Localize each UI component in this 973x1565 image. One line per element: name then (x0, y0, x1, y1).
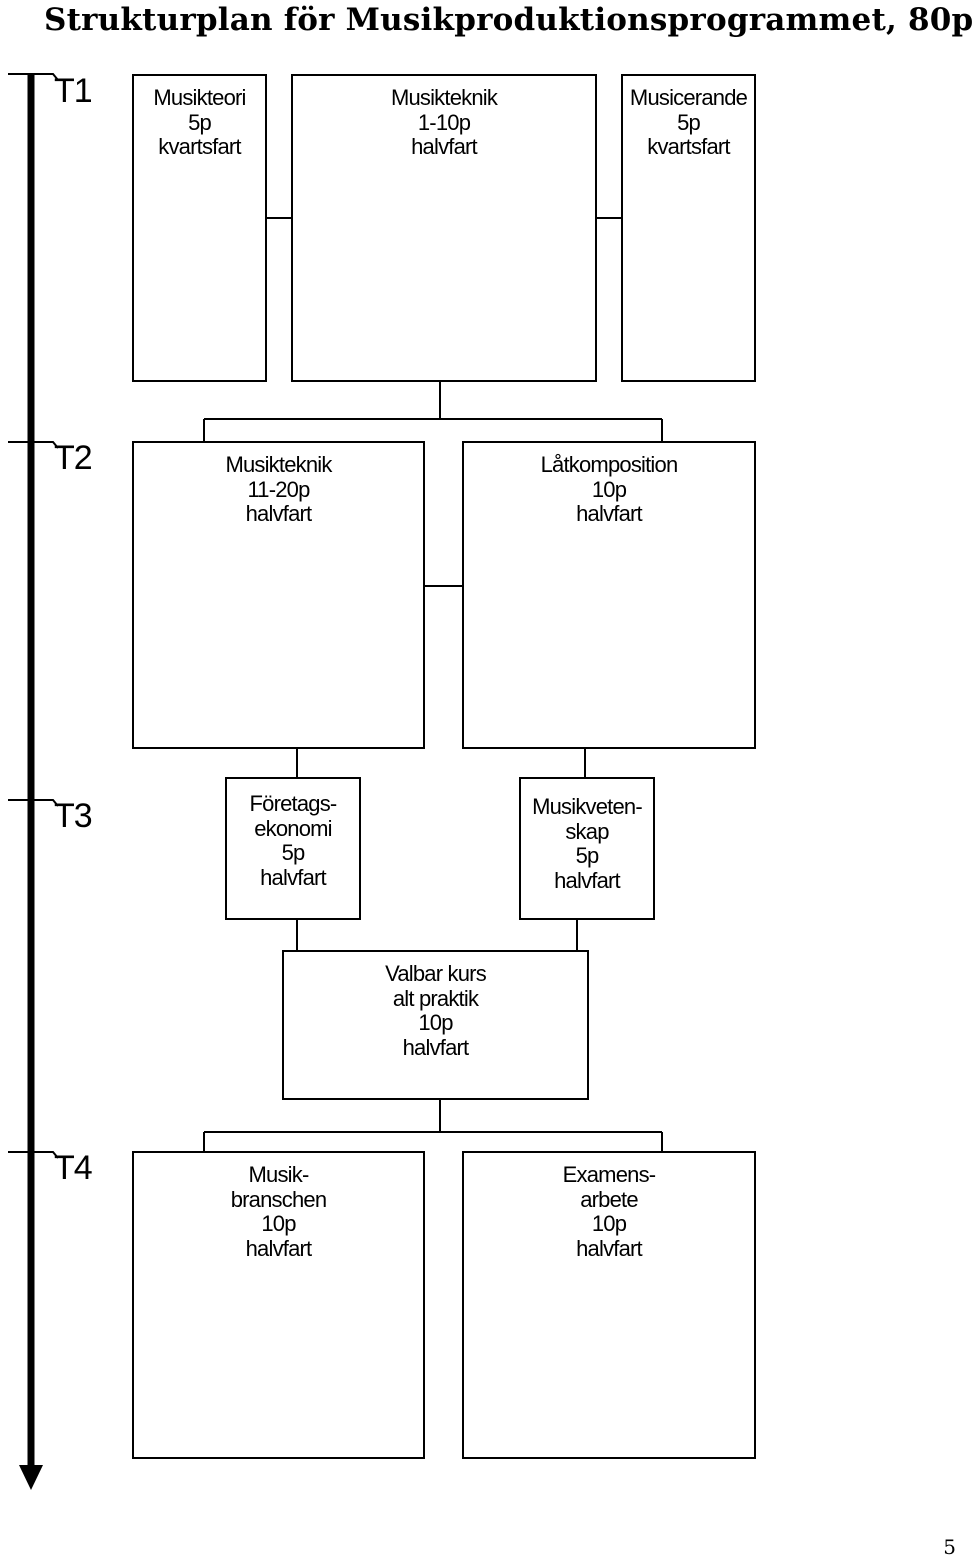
diagram-title: Strukturplan för Musikproduktionsprogram… (44, 2, 973, 38)
course-pace: halvfart (554, 867, 621, 893)
tick-t2 (8, 441, 59, 449)
course-box-foretagsekonomi: Företags- ekonomi 5p halvfart (225, 777, 361, 920)
course-box-latkomposition: Låtkomposition 10p halvfart (462, 441, 756, 749)
course-credits: 11-20p (247, 476, 310, 502)
timeline-arrowhead (19, 1465, 43, 1490)
course-box-musikbranschen: Musik- branschen 10p halvfart (132, 1151, 425, 1459)
course-name-line-2: skap (565, 818, 609, 844)
course-pace: halvfart (260, 864, 327, 890)
course-pace: kvartsfart (647, 134, 730, 159)
course-name-line-1: Företags- (249, 791, 338, 816)
term-label-t1: T1 (54, 72, 93, 110)
course-pace: halvfart (402, 1034, 470, 1060)
course-credits: 10p (591, 476, 627, 502)
course-pace: halvfart (411, 134, 478, 159)
course-box-musikvetenskap: Musikveten- skap 5p halvfart (519, 777, 655, 920)
course-box-musikteknik-1: Musikteknik 1-10p halvfart (291, 74, 597, 382)
course-credits: 10p (261, 1211, 296, 1236)
course-name-line-1: Musik- (248, 1162, 310, 1187)
course-credits: 1-10p (417, 109, 471, 135)
course-pace: halvfart (245, 1235, 313, 1261)
course-name: Musicerande (629, 85, 748, 110)
tick-t4 (8, 1151, 59, 1159)
course-name-line-2: ekonomi (254, 815, 332, 841)
course-pace: halvfart (576, 1235, 643, 1261)
course-box-examensarbete: Examens- arbete 10p halvfart (462, 1151, 756, 1459)
course-credits: 10p (591, 1211, 627, 1236)
course-name-line-1: Valbar kurs (385, 961, 487, 986)
course-credits: 5p (281, 840, 306, 865)
tick-t3 (8, 799, 59, 807)
course-name: Låtkomposition (540, 452, 679, 477)
course-name-line-1: Examens- (562, 1162, 656, 1187)
course-name-line-2: arbete (580, 1186, 638, 1212)
course-name-line-2: alt praktik (392, 985, 479, 1011)
term-label-t3: T3 (54, 797, 93, 835)
term-label-t2: T2 (54, 439, 93, 477)
course-name-line-2: branschen (230, 1186, 327, 1212)
tick-t1 (8, 73, 59, 81)
course-credits: 10p (418, 1010, 453, 1035)
course-box-musikteori: Musikteori 5p kvartsfart (132, 74, 267, 382)
page-number: 5 (943, 1535, 956, 1559)
course-pace: kvartsfart (158, 134, 241, 159)
term-label-t4: T4 (54, 1149, 93, 1187)
course-name: Musikteori (153, 85, 246, 110)
course-name: Musikteknik (390, 85, 498, 110)
course-credits: 5p (575, 843, 600, 868)
course-name-line-1: Musikveten- (532, 794, 643, 819)
course-credits: 5p (677, 109, 701, 135)
course-pace: halvfart (576, 501, 643, 526)
course-pace: halvfart (245, 501, 313, 526)
course-box-musikteknik-2: Musikteknik 11-20p halvfart (132, 441, 425, 749)
course-name: Musikteknik (225, 452, 332, 477)
course-box-valbar-kurs: Valbar kurs alt praktik 10p halvfart (282, 950, 589, 1100)
course-box-musicerande: Musicerande 5p kvartsfart (621, 74, 756, 382)
course-credits: 5p (188, 109, 212, 135)
